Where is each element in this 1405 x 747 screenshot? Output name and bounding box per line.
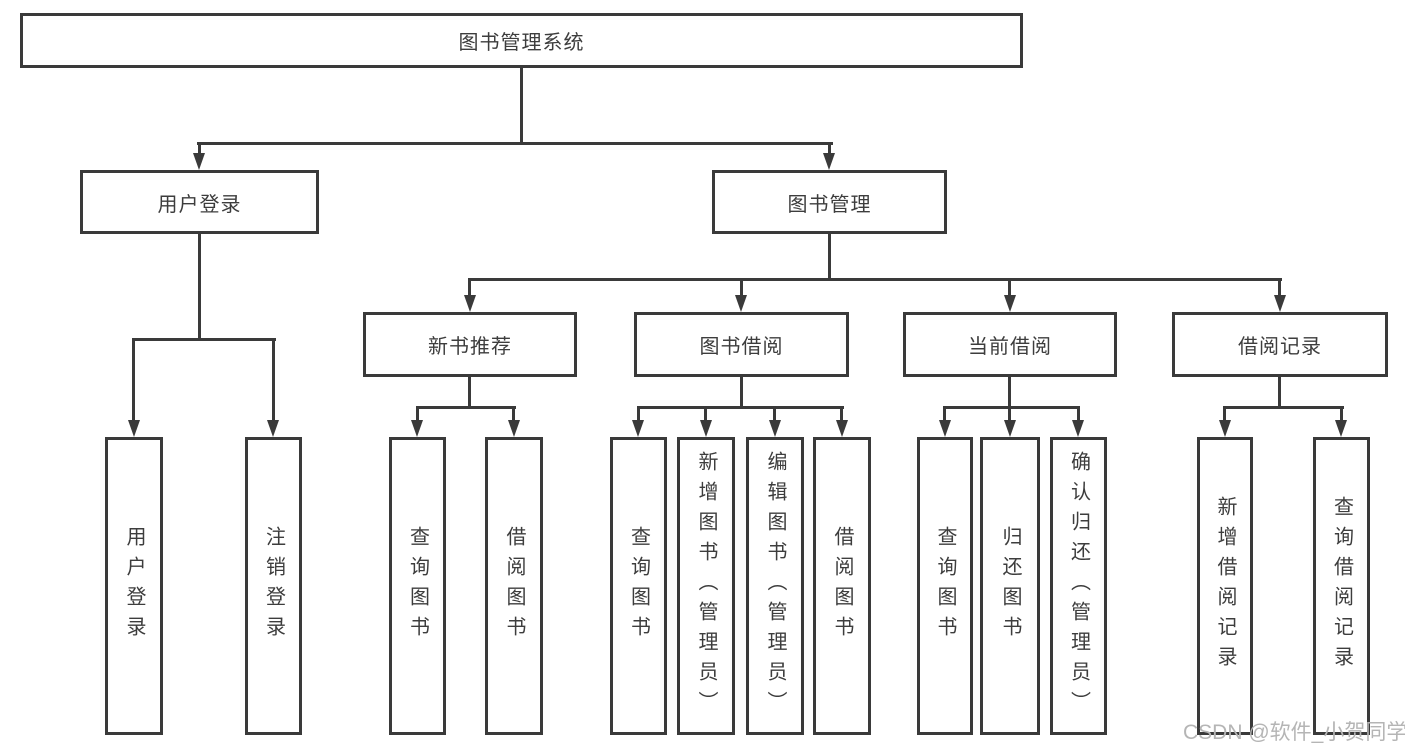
connector-user-login-drop <box>198 142 201 154</box>
leaf-query-books-recommend-label: 查询图书 <box>406 526 429 646</box>
arrowhead-br-add <box>1219 420 1231 437</box>
connector-br-add-drop <box>1223 406 1226 420</box>
leaf-logout-label: 注销登录 <box>262 526 285 646</box>
arrowhead-leaf-logout <box>267 420 279 437</box>
node-book-borrowing: 图书借阅 <box>634 312 849 377</box>
connector-new-books-rail <box>416 406 516 409</box>
leaf-user-login: 用户登录 <box>105 437 163 735</box>
leaf-user-login-label: 用户登录 <box>123 526 145 646</box>
watermark: CSDN @软件_小贺同学 <box>1183 721 1405 744</box>
arrowhead-cb-confirm <box>1072 420 1084 437</box>
connector-borrow-records-drop <box>1278 278 1281 295</box>
connector-cb-query-drop <box>943 406 946 420</box>
leaf-borrow-books: 借阅图书 <box>813 437 871 735</box>
arrowhead-bb-query <box>632 420 644 437</box>
connector-book-borrow-drop <box>740 278 743 295</box>
node-library-system-label: 图书管理系统 <box>458 32 585 54</box>
connector-nb-borrow-drop <box>512 406 515 420</box>
connector-bb-query-drop <box>637 406 640 420</box>
connector-bb-add-drop <box>704 406 707 420</box>
leaf-confirm-return-admin: 确认归还（管理员） <box>1050 437 1107 735</box>
connector-borrowing-stem <box>740 377 743 409</box>
connector-new-books-drop <box>468 278 471 295</box>
connector-current-rail <box>943 406 1080 409</box>
arrowhead-user-login <box>193 153 205 170</box>
node-borrowing-records: 借阅记录 <box>1172 312 1388 377</box>
arrowhead-bb-add <box>700 420 712 437</box>
arrowhead-bb-edit <box>769 420 781 437</box>
leaf-edit-books-admin-label: 编辑图书（管理员） <box>764 451 786 721</box>
connector-cb-return-drop <box>1008 406 1011 420</box>
connector-nb-query-drop <box>416 406 419 420</box>
leaf-return-books: 归还图书 <box>980 437 1040 735</box>
node-current-borrowing-label: 当前借阅 <box>968 336 1052 358</box>
node-book-management-label: 图书管理 <box>787 193 872 216</box>
arrowhead-book-mgmt <box>823 153 835 170</box>
connector-level2-rail <box>197 142 833 145</box>
leaf-borrow-books-recommend-label: 借阅图书 <box>503 526 525 646</box>
leaf-query-books-current: 查询图书 <box>917 437 973 735</box>
connector-current-borrow-drop <box>1008 278 1011 295</box>
leaf-query-borrow-record: 查询借阅记录 <box>1313 437 1370 735</box>
arrowhead-cb-query <box>939 420 951 437</box>
connector-current-stem <box>1008 377 1011 409</box>
node-book-borrowing-label: 图书借阅 <box>699 336 784 358</box>
leaf-query-books-borrow: 查询图书 <box>610 437 667 735</box>
arrowhead-new-books <box>464 295 476 312</box>
leaf-confirm-return-admin-label: 确认归还（管理员） <box>1067 451 1090 721</box>
leaf-logout: 注销登录 <box>245 437 302 735</box>
connector-cb-confirm-drop <box>1077 406 1080 420</box>
connector-records-stem <box>1278 377 1281 409</box>
leaf-query-books-recommend: 查询图书 <box>389 437 446 735</box>
leaf-add-books-admin-label: 新增图书（管理员） <box>695 451 717 721</box>
arrowhead-br-query <box>1335 420 1347 437</box>
leaf-query-borrow-record-label: 查询借阅记录 <box>1330 496 1353 676</box>
arrowhead-nb-borrow <box>508 420 520 437</box>
arrowhead-current-borrow <box>1004 295 1016 312</box>
node-current-borrowing: 当前借阅 <box>903 312 1117 377</box>
connector-bb-edit-drop <box>773 406 776 420</box>
leaf-query-books-current-label: 查询图书 <box>934 526 956 646</box>
connector-bb-borrow-drop <box>840 406 843 420</box>
connector-book-mgmt-drop <box>828 142 831 154</box>
connector-records-rail <box>1223 406 1344 409</box>
arrowhead-book-borrow <box>735 295 747 312</box>
node-borrowing-records-label: 借阅记录 <box>1238 336 1322 358</box>
arrowhead-nb-query <box>411 420 423 437</box>
arrowhead-cb-return <box>1004 420 1016 437</box>
leaf-add-borrow-record: 新增借阅记录 <box>1197 437 1253 735</box>
node-book-management: 图书管理 <box>712 170 947 234</box>
leaf-return-books-label: 归还图书 <box>999 526 1021 646</box>
connector-new-books-stem <box>468 377 471 409</box>
connector-book-mgmt-stem <box>828 234 831 281</box>
leaf-add-borrow-record-label: 新增借阅记录 <box>1214 496 1236 676</box>
arrowhead-bb-borrow <box>836 420 848 437</box>
leaf-borrow-books-recommend: 借阅图书 <box>485 437 543 735</box>
leaf-add-books-admin: 新增图书（管理员） <box>677 437 735 735</box>
node-new-book-recommendation: 新书推荐 <box>363 312 577 377</box>
connector-leaf-logout-drop <box>272 338 275 420</box>
connector-user-login-stem <box>198 234 201 341</box>
connector-level3-rail <box>468 278 1282 281</box>
arrowhead-borrow-records <box>1274 295 1286 312</box>
node-user-login-label: 用户登录 <box>157 193 242 216</box>
node-new-book-recommendation-label: 新书推荐 <box>428 336 512 358</box>
node-library-system: 图书管理系统 <box>20 13 1023 68</box>
node-user-login: 用户登录 <box>80 170 319 234</box>
connector-leaf-login-drop <box>132 338 135 420</box>
arrowhead-leaf-login <box>128 420 140 437</box>
connector-borrowing-rail <box>637 406 844 409</box>
leaf-edit-books-admin: 编辑图书（管理员） <box>746 437 804 735</box>
connector-user-login-rail <box>132 338 276 341</box>
connector-root-stem <box>520 68 523 145</box>
connector-br-query-drop <box>1340 406 1343 420</box>
leaf-borrow-books-label: 借阅图书 <box>831 526 853 646</box>
leaf-query-books-borrow-label: 查询图书 <box>627 526 650 646</box>
